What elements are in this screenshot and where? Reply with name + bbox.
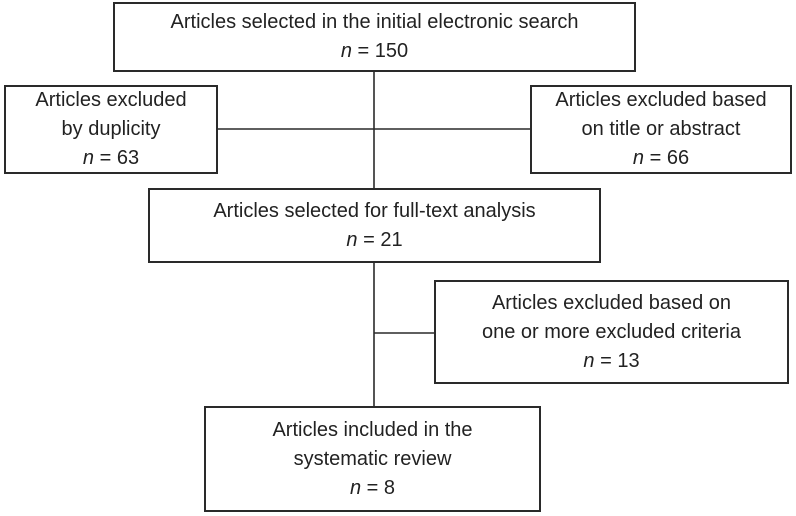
box-included: Articles included in the systematic revi… [204, 406, 541, 512]
box-excluded-duplicity-line-2: by duplicity [61, 118, 161, 140]
box-excluded-duplicity: Articles excluded by duplicity n = 63 [4, 85, 218, 174]
box-excluded-criteria-line-1: Articles excluded based on [491, 291, 732, 314]
box-included-line-1: Articles included in the [272, 418, 473, 441]
box-full-text-count: n = 21 [346, 228, 403, 251]
box-full-text: Articles selected for full-text analysis… [148, 188, 601, 263]
box-excluded-title-abstract-count: n = 66 [632, 147, 690, 169]
box-initial-search-line-1: Articles selected in the initial electro… [170, 11, 579, 33]
box-initial-search: Articles selected in the initial electro… [113, 2, 636, 72]
box-excluded-title-abstract: Articles excluded based on title or abst… [530, 85, 792, 174]
box-excluded-duplicity-count: n = 63 [82, 147, 140, 169]
box-excluded-criteria: Articles excluded based on one or more e… [434, 280, 789, 384]
box-full-text-line-1: Articles selected for full-text analysis [213, 199, 536, 222]
box-excluded-duplicity-line-1: Articles excluded [35, 89, 187, 111]
box-excluded-title-abstract-line-2: on title or abstract [581, 118, 741, 140]
box-excluded-criteria-count: n = 13 [583, 349, 640, 372]
box-initial-search-count: n = 150 [340, 40, 409, 62]
box-excluded-title-abstract-line-1: Articles excluded based [555, 89, 767, 111]
box-excluded-criteria-line-2: one or more excluded criteria [481, 320, 741, 343]
box-included-line-2: systematic review [293, 447, 452, 470]
box-included-count: n = 8 [349, 476, 396, 499]
